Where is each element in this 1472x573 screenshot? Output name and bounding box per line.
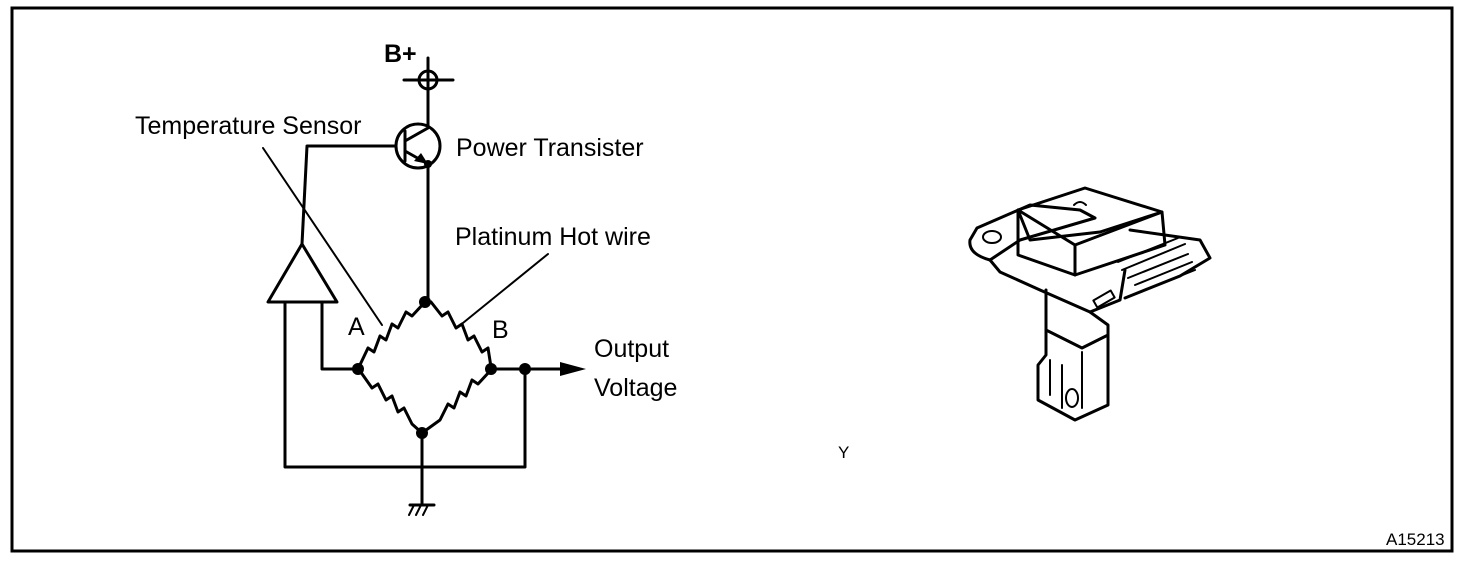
view-letter: Y [838, 443, 849, 462]
node-a-label: A [348, 313, 365, 341]
mass-air-flow-sensor-illustration [968, 186, 1212, 422]
amplifier-symbol [266, 242, 339, 304]
hot-wire-circuit: B+ Power Transister [135, 40, 677, 516]
ground-symbol [408, 503, 436, 516]
hot-wire-label: Platinum Hot wire [455, 223, 651, 251]
resistor-top-left [356, 300, 427, 371]
resistor-bottom-left [358, 369, 424, 435]
resistor-top-right [429, 300, 493, 369]
supply-label: B+ [384, 40, 417, 68]
figure-code: A15213 [1386, 530, 1445, 549]
figure-border [10, 6, 1454, 553]
power-transistor-symbol [394, 122, 442, 170]
output-label: Output [594, 335, 669, 363]
resistor-bottom-right [420, 369, 492, 435]
node-b-label: B [492, 316, 509, 344]
power-transistor-label: Power Transister [456, 134, 644, 162]
output-arrow [560, 362, 586, 376]
temperature-sensor-leader [262, 147, 383, 326]
temperature-sensor-label: Temperature Sensor [135, 112, 362, 140]
hot-wire-leader [457, 253, 549, 328]
voltage-label: Voltage [594, 374, 677, 402]
